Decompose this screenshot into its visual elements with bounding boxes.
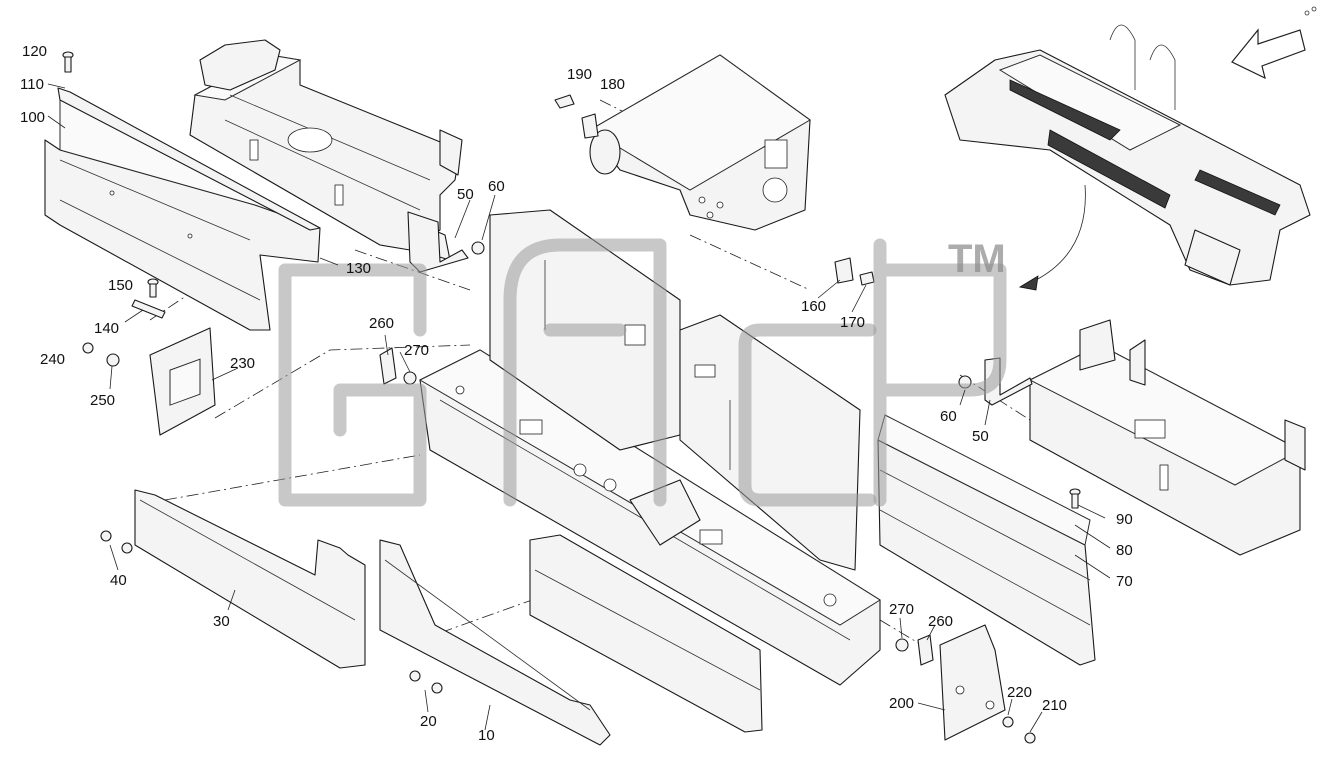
- callout-260-lower: 260: [928, 613, 953, 630]
- right-frame: [1028, 319, 1306, 556]
- callout-140: 140: [94, 320, 119, 337]
- callout-190: 190: [567, 66, 592, 83]
- callout-90: 90: [1116, 511, 1133, 528]
- direction-arrow-icon: [1231, 28, 1306, 80]
- callout-labels: 120 110 100 130 150 140 240 250 230 260 …: [20, 43, 1133, 744]
- callout-60-right: 60: [940, 408, 957, 425]
- curved-arrow-icon: [1018, 184, 1086, 291]
- corner-icon: [1304, 6, 1317, 16]
- overview-machine: [944, 24, 1311, 286]
- callout-60-left: 60: [488, 178, 505, 195]
- screw-120: [62, 51, 74, 73]
- bracket-140: [131, 278, 166, 319]
- callout-40: 40: [110, 572, 127, 589]
- callout-270-upper: 270: [404, 342, 429, 359]
- callout-130: 130: [346, 260, 371, 277]
- callout-220: 220: [1007, 684, 1032, 701]
- plate-200: [895, 624, 1036, 744]
- callout-100: 100: [20, 109, 45, 126]
- callout-260-upper: 260: [369, 315, 394, 332]
- callout-110: 110: [20, 76, 44, 93]
- callout-70: 70: [1116, 573, 1133, 590]
- cover-10: [379, 539, 611, 746]
- cover-70: [877, 414, 1096, 666]
- callout-180: 180: [600, 76, 625, 93]
- callout-250: 250: [90, 392, 115, 409]
- top-centre-cover: [589, 54, 811, 231]
- main-beam: [418, 349, 881, 686]
- bracket-50-left: [407, 211, 485, 273]
- callout-160: 160: [801, 298, 826, 315]
- callout-80: 80: [1116, 542, 1133, 559]
- leader-lines: [47, 83, 1111, 733]
- clip-180: [554, 94, 599, 139]
- callout-50-left: 50: [457, 186, 474, 203]
- callout-120: 120: [22, 43, 47, 60]
- watermark: TM: [278, 237, 1007, 507]
- callout-30: 30: [213, 613, 230, 630]
- plate-230: [82, 327, 216, 436]
- clip-160: [834, 257, 875, 286]
- callout-50-right: 50: [972, 428, 989, 445]
- callout-20: 20: [420, 713, 437, 730]
- callout-230: 230: [230, 355, 255, 372]
- watermark-tm: TM: [948, 237, 1006, 281]
- callout-210: 210: [1042, 697, 1067, 714]
- cover-30: [100, 489, 366, 669]
- lower-middle-cover: [529, 534, 763, 733]
- callout-240: 240: [40, 351, 65, 368]
- callout-270-lower: 270: [889, 601, 914, 618]
- callout-150: 150: [108, 277, 133, 294]
- cover-100: [44, 87, 321, 331]
- callout-200: 200: [889, 695, 914, 712]
- callout-170: 170: [840, 314, 865, 331]
- callout-10: 10: [478, 727, 495, 744]
